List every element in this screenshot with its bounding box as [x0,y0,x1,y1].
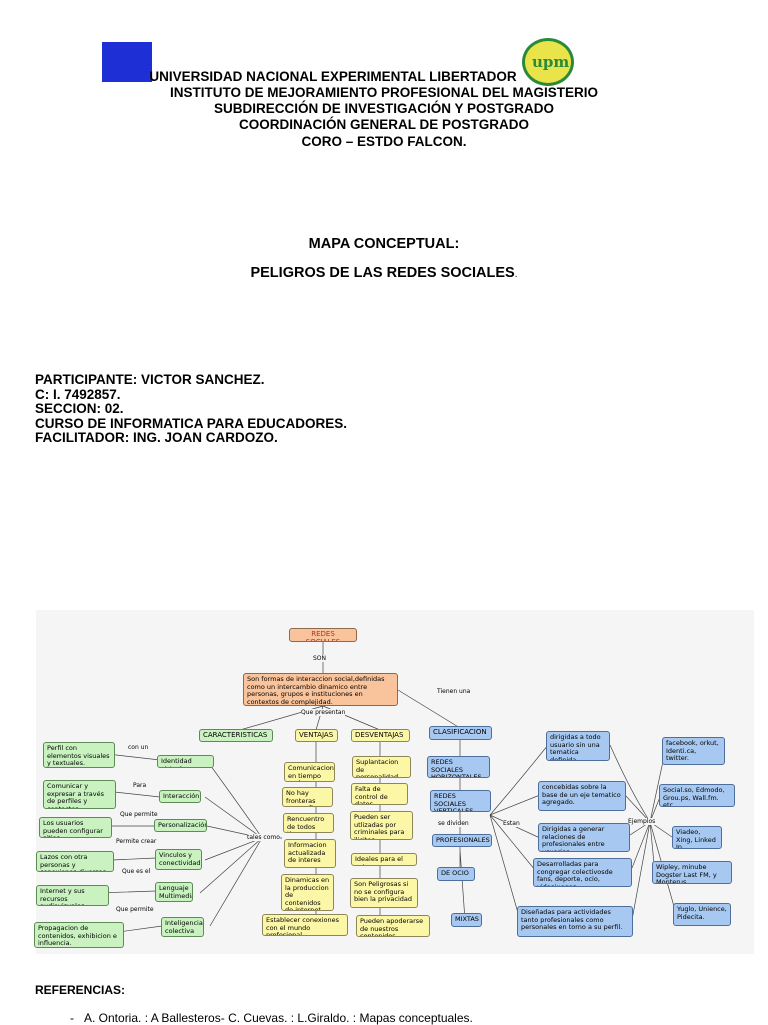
participant-section: SECCION: 02. [35,401,124,416]
node-de-ocio: DE OCIO [437,867,475,881]
reference-text: A. Ontoria. : A Ballesteros- C. Cuevas. … [84,1011,473,1025]
references-heading: REFERENCIAS: [35,983,126,997]
link-que-es-el: Que es el [122,868,151,875]
desventaja-5: Son Peligrosas si no se configura bien l… [350,878,418,908]
participant-info: PARTICIPANTE: VICTOR SANCHEZ. C: I. 7492… [35,372,348,446]
link-para: Para [133,782,147,789]
feature-interaccion: Interacción [159,790,201,803]
link-que-presentan: Que presentan [301,709,346,716]
university-logo [102,42,152,82]
header-line-5: CORO – ESTDO FALCON. [301,134,467,149]
link-ejemplos: Ejemplos [628,818,656,825]
title-trail: . [514,269,518,280]
header-line-2: INSTITUTO DE MEJORAMIENTO PROFESIONAL DE… [169,85,599,100]
desc-identidad: Perfil con elementos visuales y textuale… [43,742,115,768]
desventaja-3: Pueden ser utlizadas por criminales para… [350,811,413,840]
participant-name: PARTICIPANTE: VICTOR SANCHEZ. [35,372,265,387]
feature-personalizacion: Personalización [154,819,207,832]
feature-vinculos: Vinculos y conectividad [155,849,202,870]
example-mixtas: Yuglo, Unience, Pidecita. [673,903,731,926]
node-root: REDES SOCIALES [289,628,357,642]
link-estan: Estan [503,820,520,827]
reference-item: - A. Ontoria. : A Ballesteros- C. Cuevas… [70,1011,473,1025]
title-text: PELIGROS DE LAS REDES SOCIALES [250,265,515,281]
upm-logo: upm [522,38,574,86]
desventaja-1: Suplantacion de personalidad. [352,756,411,778]
node-caracteristicas: CARACTERISTICAS [199,729,273,742]
ventaja-2: No hay fronteras geograficas [282,787,333,807]
link-con-un: con un [128,744,149,751]
header-line-4: COORDINACIÓN GENERAL DE POSTGRADO [238,117,530,132]
feature-lenguaje: Lenguaje Multimedia [155,882,193,902]
desc-personalizacion: Los usuarios pueden configurar sitios. [39,817,112,838]
desc-interaccion: Comunicar y expresar a través de perfile… [43,780,116,809]
ventaja-5: Dinamicas en la produccion de contenidos… [281,874,334,911]
node-ventajas: VENTAJAS [295,729,338,742]
node-horizontales: REDES SOCIALES HORIZONTALES. [427,756,490,778]
link-tienen-una: Tienen una [437,688,471,695]
participant-id: C: I. 7492857. [35,386,121,402]
ventaja-3: Rencuentro de todos tipos. [283,813,334,833]
header-line-1: UNIVERSIDAD NACIONAL EXPERIMENTAL LIBERT… [149,69,517,84]
upm-logo-text: upm [532,53,570,71]
ventaja-1: Comunicacion en tiempo real [284,762,335,782]
example-profesional: Viadeo, Xing, Linked In. [672,826,722,849]
ventaja-4: Informacion actualizada de interes [284,839,336,868]
desc-inteligencia: Propagacion de contenidos, exhibicion e … [34,922,124,948]
example-ocio: Wipley, minube Dogster Last FM, y Monter… [652,861,732,884]
desc-profesional: Dirigidas a generar relaciones de profes… [538,823,630,852]
example-vertical: Social.so, Edmodo, Grou.ps, Wall.fm. etc… [659,784,735,807]
course-name: CURSO DE INFORMATICA PARA EDUCADORES. [35,415,348,431]
example-horizontal: facebook, orkut, Identi.ca, twitter. [662,737,725,765]
desc-ocio: Desarrolladas para congregar colectivosd… [533,858,632,887]
link-que-permite-2: Que permite [116,906,154,913]
node-clasificacion: CLASIFICACION [429,726,492,740]
desc-vertical: concebidas sobre la base de un eje temat… [538,781,626,811]
node-desventajas: DESVENTAJAS [351,729,410,742]
node-profesionales: PROFESIONALES [432,834,492,847]
desc-mixtas: Diseñadas para actividades tanto profesi… [517,906,633,937]
link-permite-crear: Permite crear [116,838,157,845]
desventaja-2: Falta de control de datos [351,783,408,805]
ventaja-6: Establecer conexiones con el mundo profe… [262,914,348,936]
desc-vinculos: Lazos con otra personas y conexiones div… [36,851,114,872]
bullet-dash: - [70,1011,84,1025]
header-line-3: SUBDIRECCIÓN DE INVESTIGACIÓN Y POSTGRAD… [213,101,555,116]
feature-inteligencia: Inteligencia colectiva [161,917,204,937]
node-mixtas: MIXTAS [451,913,482,927]
link-son: SON [313,655,327,662]
title-line-2: PELIGROS DE LAS REDES SOCIALES. [0,265,768,281]
link-que-permite-1: Que permite [120,811,158,818]
desventaja-6: Pueden apoderarse de nuestros contenidos… [356,915,430,937]
node-verticales: REDES SOCIALES VERTICALES. [430,790,491,812]
node-definition: Son formas de interaccion social,definid… [243,673,398,706]
feature-identidad: Identidad virtual [157,755,214,768]
link-se-dividen: se dividen [438,820,469,827]
link-tales-como: tales como [247,834,280,841]
desc-horizontal: dirigidas a todo usuario sin una tematic… [546,731,610,761]
desc-lenguaje: Internet y sus recursos audiovisuales. [36,885,109,906]
facilitator-name: FACILITADOR: ING. JOAN CARDOZO. [35,430,278,445]
desventaja-4: Ideales para el ocio. [351,853,417,866]
title-line-1: MAPA CONCEPTUAL: [308,236,460,252]
